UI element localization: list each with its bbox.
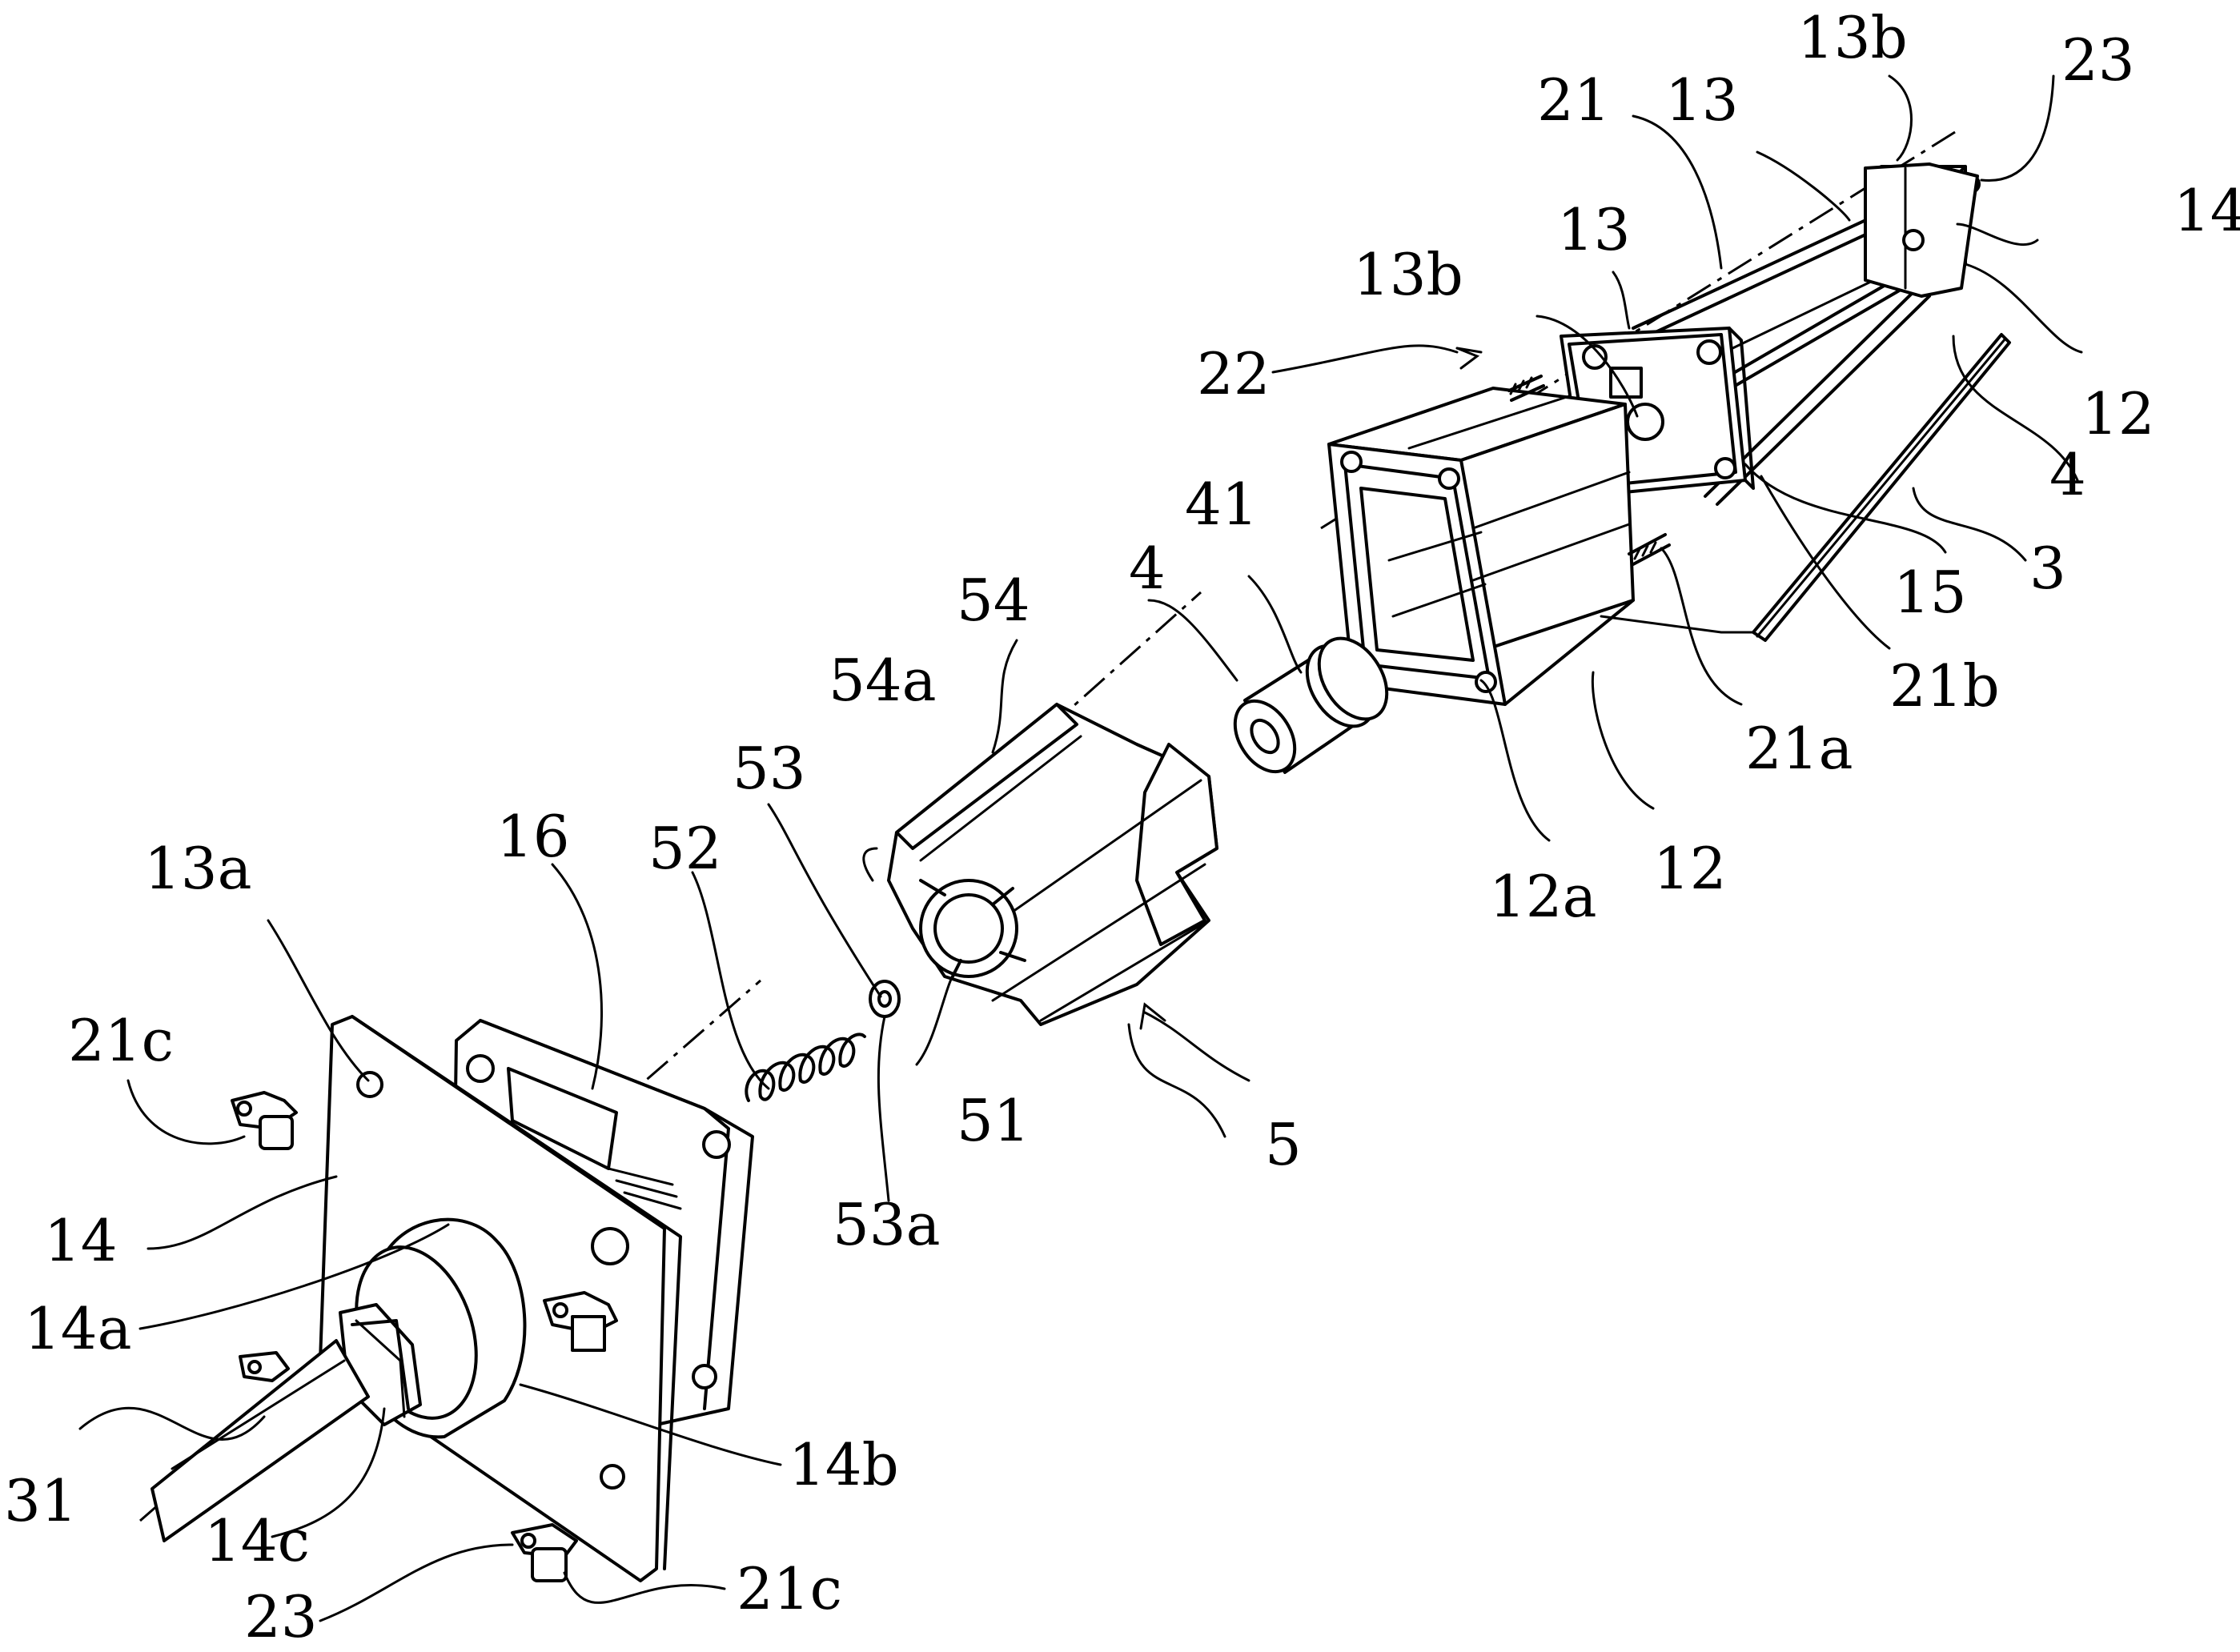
label-15: 15 xyxy=(1893,559,1967,626)
label-12a: 12a xyxy=(1489,863,1597,930)
label-5: 5 xyxy=(1265,1111,1302,1178)
label-21b: 21b xyxy=(1889,652,2000,720)
screw-23-bottom xyxy=(511,1523,578,1582)
label-13a: 13a xyxy=(144,835,252,902)
label-13b-mid: 13b xyxy=(1353,241,1463,308)
shaft-31 xyxy=(151,1339,370,1542)
label-22: 22 xyxy=(1197,340,1271,407)
label-16: 16 xyxy=(496,803,570,870)
label-14b: 14b xyxy=(789,1431,899,1498)
screw-21c-left xyxy=(231,1091,298,1150)
screw-21c-lower xyxy=(239,1351,290,1382)
screw-23-middle xyxy=(543,1291,618,1352)
label-53a: 53a xyxy=(833,1191,941,1258)
label-54: 54 xyxy=(957,567,1030,634)
label-13-top: 13 xyxy=(1665,66,1739,134)
label-54a: 54a xyxy=(829,647,937,714)
label-4-right: 4 xyxy=(2049,441,2086,508)
label-13b-top: 13b xyxy=(1797,4,1908,71)
label-14c: 14c xyxy=(204,1507,310,1574)
housing-12 xyxy=(1327,387,1635,706)
reference-labels: 13b 23 21 13 14 13 13b 12 22 4 3 15 41 4… xyxy=(4,4,2240,1650)
label-52: 52 xyxy=(648,815,722,882)
label-13-mid: 13 xyxy=(1557,196,1631,263)
cap-block-right xyxy=(1864,162,1979,298)
label-51: 51 xyxy=(957,1087,1030,1154)
label-14-left: 14 xyxy=(44,1207,118,1274)
leader-lines xyxy=(78,74,2083,1622)
label-53: 53 xyxy=(733,735,806,802)
label-4-mid: 4 xyxy=(1129,535,1166,602)
label-3: 3 xyxy=(2029,535,2066,602)
stud-bolts xyxy=(1507,375,1671,566)
bushing-4 xyxy=(1233,636,1389,774)
label-14-right: 14 xyxy=(2174,177,2240,244)
label-23-bottom: 23 xyxy=(244,1583,318,1650)
label-23-top: 23 xyxy=(2061,26,2135,94)
label-31: 31 xyxy=(4,1467,78,1534)
impeller-54 xyxy=(887,703,1218,1026)
spring-52 xyxy=(745,1032,866,1102)
label-14a: 14a xyxy=(24,1295,132,1362)
label-21c-left: 21c xyxy=(68,1007,174,1074)
label-21-top: 21 xyxy=(1537,66,1611,134)
label-41: 41 xyxy=(1185,471,1258,538)
label-12-right: 12 xyxy=(2081,380,2155,447)
label-21c-bottom: 21c xyxy=(737,1555,842,1622)
label-21a: 21a xyxy=(1745,715,1853,782)
label-12-mid: 12 xyxy=(1653,835,1727,902)
